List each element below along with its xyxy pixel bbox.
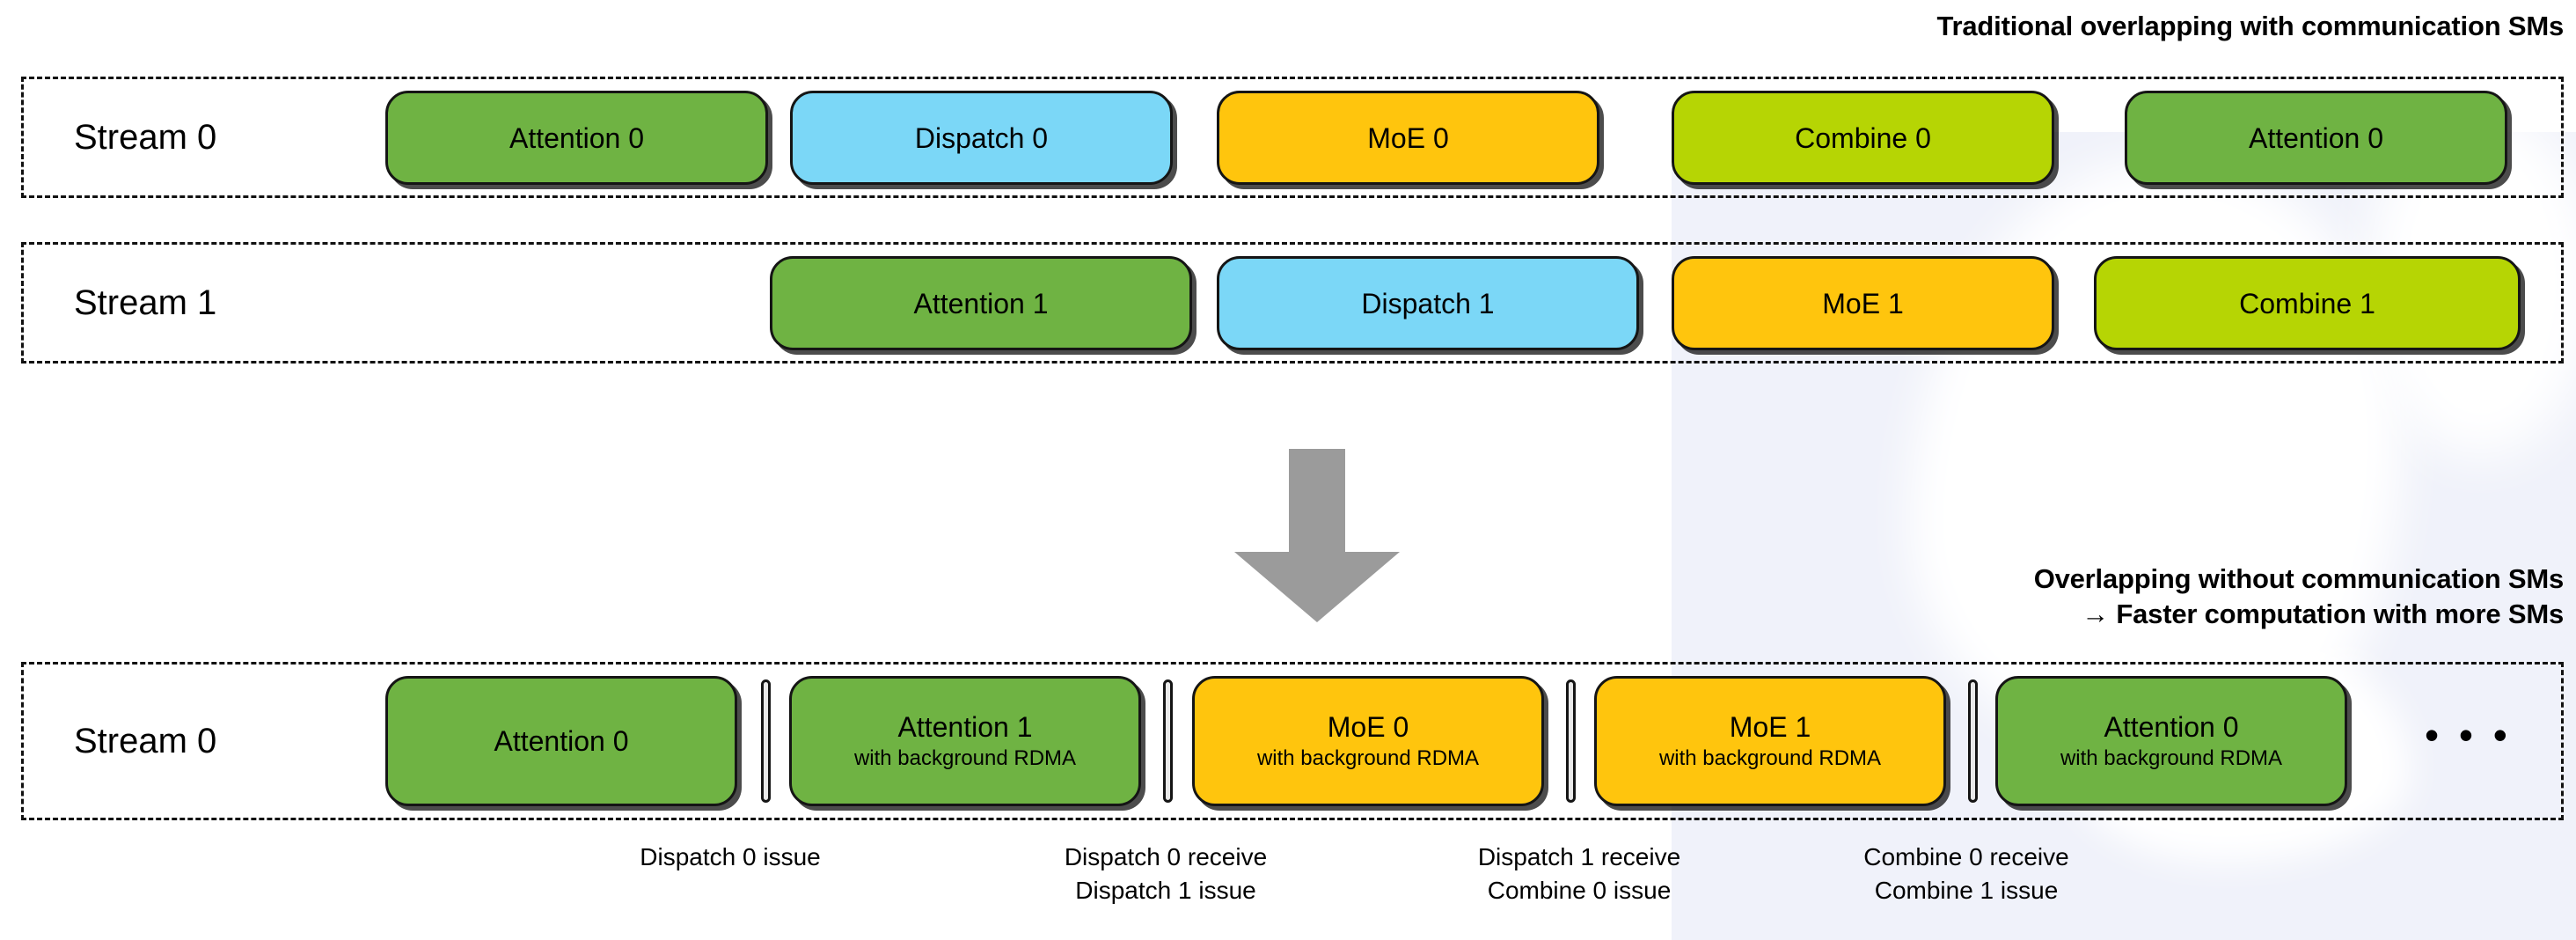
task-traditional-s1-attention-1[interactable]: Attention 1 [770, 256, 1192, 350]
task-traditional-s1-dispatch-1[interactable]: Dispatch 1 [1217, 256, 1639, 350]
more-tasks-ellipsis: • • • [2425, 712, 2512, 758]
separator-bar-4 [1968, 679, 1978, 803]
caption-combine-0-receive-combine-1-issue: Combine 0 receive Combine 1 issue [1863, 843, 2069, 904]
optimized-section-heading: Overlapping without communication SMs → … [2033, 563, 2565, 629]
task-title: MoE 1 [1822, 287, 1904, 319]
separator-bar-3 [1566, 679, 1576, 803]
task-title: Combine 0 [1795, 121, 1931, 154]
task-traditional-s0-attention-0-second[interactable]: Attention 0 [2125, 91, 2507, 185]
task-optimized-moe-1[interactable]: MoE 1 with background RDMA [1594, 676, 1946, 806]
lane-label-traditional-stream1: Stream 1 [74, 283, 217, 322]
task-title: MoE 0 [1367, 121, 1449, 154]
lane-label-traditional-stream0: Stream 0 [74, 118, 217, 157]
task-title: Attention 0 [2104, 711, 2239, 743]
task-subtitle: with background RDMA [2060, 746, 2283, 770]
task-title: MoE 1 [1729, 711, 1811, 743]
task-subtitle: with background RDMA [1256, 746, 1480, 770]
task-traditional-s0-attention-0[interactable]: Attention 0 [385, 91, 768, 185]
task-traditional-s1-moe-1[interactable]: MoE 1 [1672, 256, 2054, 350]
task-title: Attention 1 [897, 711, 1033, 743]
task-optimized-attention-1[interactable]: Attention 1 with background RDMA [789, 676, 1141, 806]
task-title: Attention 1 [913, 287, 1049, 319]
lane-traditional-stream0 [21, 77, 2564, 198]
task-title: MoE 0 [1327, 711, 1409, 743]
lane-optimized-stream0 [21, 662, 2564, 820]
task-subtitle: with background RDMA [853, 746, 1077, 770]
caption-dispatch-1-receive-combine-0-issue: Dispatch 1 receive Combine 0 issue [1477, 843, 1681, 904]
task-title: Attention 0 [494, 725, 629, 757]
task-traditional-s0-moe-0[interactable]: MoE 0 [1217, 91, 1599, 185]
task-title: Combine 1 [2239, 287, 2375, 319]
lane-label-optimized-stream0: Stream 0 [74, 722, 217, 760]
separator-bar-1 [761, 679, 771, 803]
caption-dispatch-0-issue: Dispatch 0 issue [640, 843, 821, 870]
task-traditional-s0-dispatch-0[interactable]: Dispatch 0 [790, 91, 1173, 185]
task-traditional-s1-combine-1[interactable]: Combine 1 [2094, 256, 2521, 350]
task-title: Attention 0 [509, 121, 644, 154]
down-arrow-icon [1234, 449, 1400, 622]
task-subtitle: with background RDMA [1658, 746, 1882, 770]
task-optimized-attention-0[interactable]: Attention 0 [385, 676, 737, 806]
task-title: Dispatch 0 [914, 121, 1049, 154]
task-optimized-attention-0-second[interactable]: Attention 0 with background RDMA [1995, 676, 2347, 806]
task-title: Dispatch 1 [1361, 287, 1495, 319]
caption-dispatch-0-receive-dispatch-1-issue: Dispatch 0 receive Dispatch 1 issue [1064, 843, 1268, 904]
traditional-section-heading: Traditional overlapping with communicati… [1936, 11, 2565, 41]
task-traditional-s0-combine-0[interactable]: Combine 0 [1672, 91, 2054, 185]
task-title: Attention 0 [2249, 121, 2383, 154]
task-optimized-moe-0[interactable]: MoE 0 with background RDMA [1192, 676, 1544, 806]
lane-traditional-stream1 [21, 242, 2564, 364]
separator-bar-2 [1163, 679, 1173, 803]
